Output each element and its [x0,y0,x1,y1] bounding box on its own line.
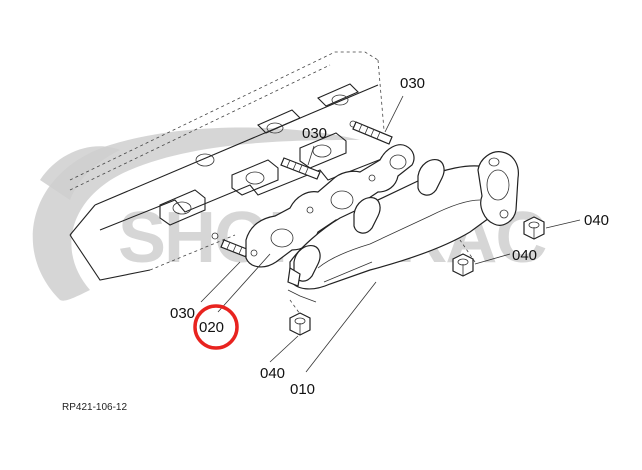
leader-lines [200,95,581,373]
cylinder-head [69,51,385,281]
stud-top [352,121,393,145]
callout-030-middle: 030 [302,125,327,142]
callout-030-top: 030 [400,75,425,92]
flange-nuts [289,216,545,336]
callout-020: 020 [199,319,224,336]
stud-middle [280,157,321,180]
exhaust-manifold [287,151,519,303]
nut-lower [289,312,311,336]
callout-010: 010 [290,381,315,398]
head-ports [159,83,359,240]
callout-030-lower: 030 [170,305,195,322]
highlight-circle [193,304,239,350]
nut-right [523,216,545,240]
callout-040-right: 040 [584,212,609,229]
callout-labels: 030 030 030 020 040 040 040 010 [170,75,609,398]
callout-040-middle: 040 [512,247,537,264]
callout-040-lower: 040 [260,365,285,382]
nut-middle [452,253,474,277]
diagram-code: RP421-106-12 [62,402,127,413]
